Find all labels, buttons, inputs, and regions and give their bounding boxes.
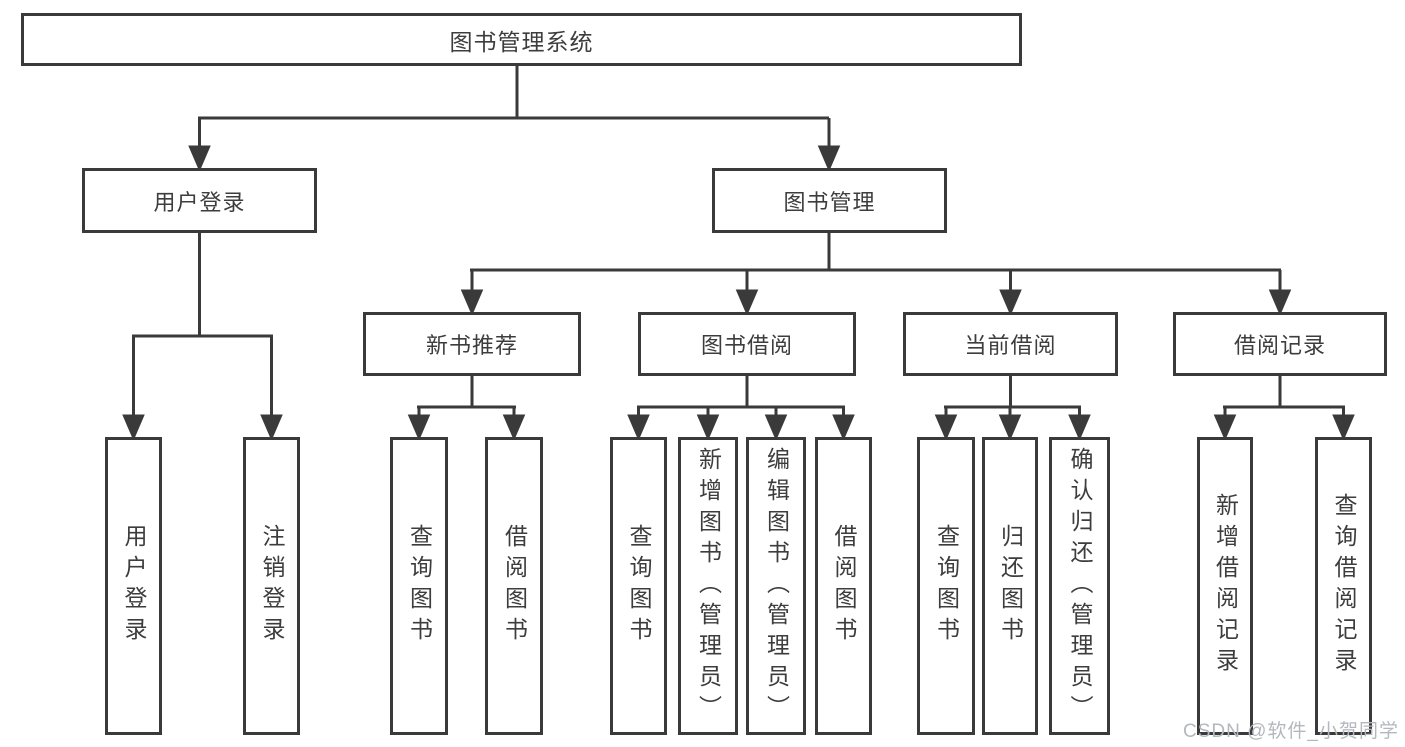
leaf-borrow-edit-books-admin-label: 编辑图书（管理员）	[763, 446, 790, 726]
leaf-logout: 注销登录	[243, 437, 300, 735]
node-book-borrow: 图书借阅	[638, 312, 856, 376]
leaf-current-confirm-return-admin-label: 确认归还（管理员）	[1067, 446, 1093, 726]
leaf-records-query-record-label: 查询借阅记录	[1331, 493, 1357, 679]
connector-book-borrow-to-children	[627, 376, 855, 441]
leaf-current-return-books-label: 归还图书	[997, 524, 1024, 648]
leaf-current-query-books-label: 查询图书	[933, 524, 960, 648]
leaf-user-login-label: 用户登录	[121, 524, 147, 648]
leaf-current-confirm-return-admin: 确认归还（管理员）	[1049, 437, 1110, 735]
node-current-borrow: 当前借阅	[903, 312, 1118, 376]
watermark: CSDN @软件_小贺同学	[1183, 721, 1399, 742]
leaf-recommend-query-books-label: 查询图书	[406, 524, 433, 648]
connector-book-mgmt-to-level3	[460, 233, 1292, 316]
node-root: 图书管理系统	[21, 13, 1022, 66]
leaf-borrow-borrow-books-label: 借阅图书	[831, 524, 857, 648]
node-book-mgmt-branch-label: 图书管理	[783, 189, 876, 215]
node-book-mgmt-branch: 图书管理	[712, 168, 947, 233]
connector-recommend-to-children	[407, 376, 526, 441]
node-new-book-recommend: 新书推荐	[363, 312, 581, 376]
node-borrow-records-label: 借阅记录	[1233, 333, 1326, 358]
connector-user-login-to-children	[122, 233, 283, 441]
leaf-borrow-add-books-admin-label: 新增图书（管理员）	[695, 446, 722, 726]
node-user-login-branch-label: 用户登录	[153, 189, 246, 215]
leaf-current-query-books: 查询图书	[917, 437, 975, 735]
node-book-borrow-label: 图书借阅	[700, 333, 793, 358]
leaf-records-add-record: 新增借阅记录	[1197, 437, 1253, 735]
leaf-borrow-edit-books-admin: 编辑图书（管理员）	[746, 437, 806, 735]
node-new-book-recommend-label: 新书推荐	[425, 333, 518, 358]
node-user-login-branch: 用户登录	[82, 168, 317, 233]
leaf-current-return-books: 归还图书	[982, 437, 1038, 735]
leaf-logout-label: 注销登录	[259, 524, 285, 648]
connector-root-to-level2	[188, 66, 841, 172]
leaf-borrow-query-books-label: 查询图书	[626, 524, 652, 648]
leaf-borrow-query-books: 查询图书	[610, 437, 667, 735]
leaf-borrow-add-books-admin: 新增图书（管理员）	[678, 437, 738, 735]
leaf-recommend-borrow-books-label: 借阅图书	[501, 524, 528, 648]
node-current-borrow-label: 当前借阅	[964, 333, 1057, 358]
leaf-user-login: 用户登录	[105, 437, 162, 735]
connector-records-to-children	[1213, 376, 1355, 441]
leaf-records-add-record-label: 新增借阅记录	[1212, 493, 1239, 679]
leaf-recommend-query-books: 查询图书	[390, 437, 448, 735]
leaf-borrow-borrow-books: 借阅图书	[815, 437, 872, 735]
connector-current-borrow-to-children	[934, 376, 1091, 441]
node-borrow-records: 借阅记录	[1173, 312, 1387, 376]
leaf-records-query-record: 查询借阅记录	[1315, 437, 1372, 735]
leaf-recommend-borrow-books: 借阅图书	[485, 437, 543, 735]
node-root-label: 图书管理系统	[449, 28, 594, 55]
